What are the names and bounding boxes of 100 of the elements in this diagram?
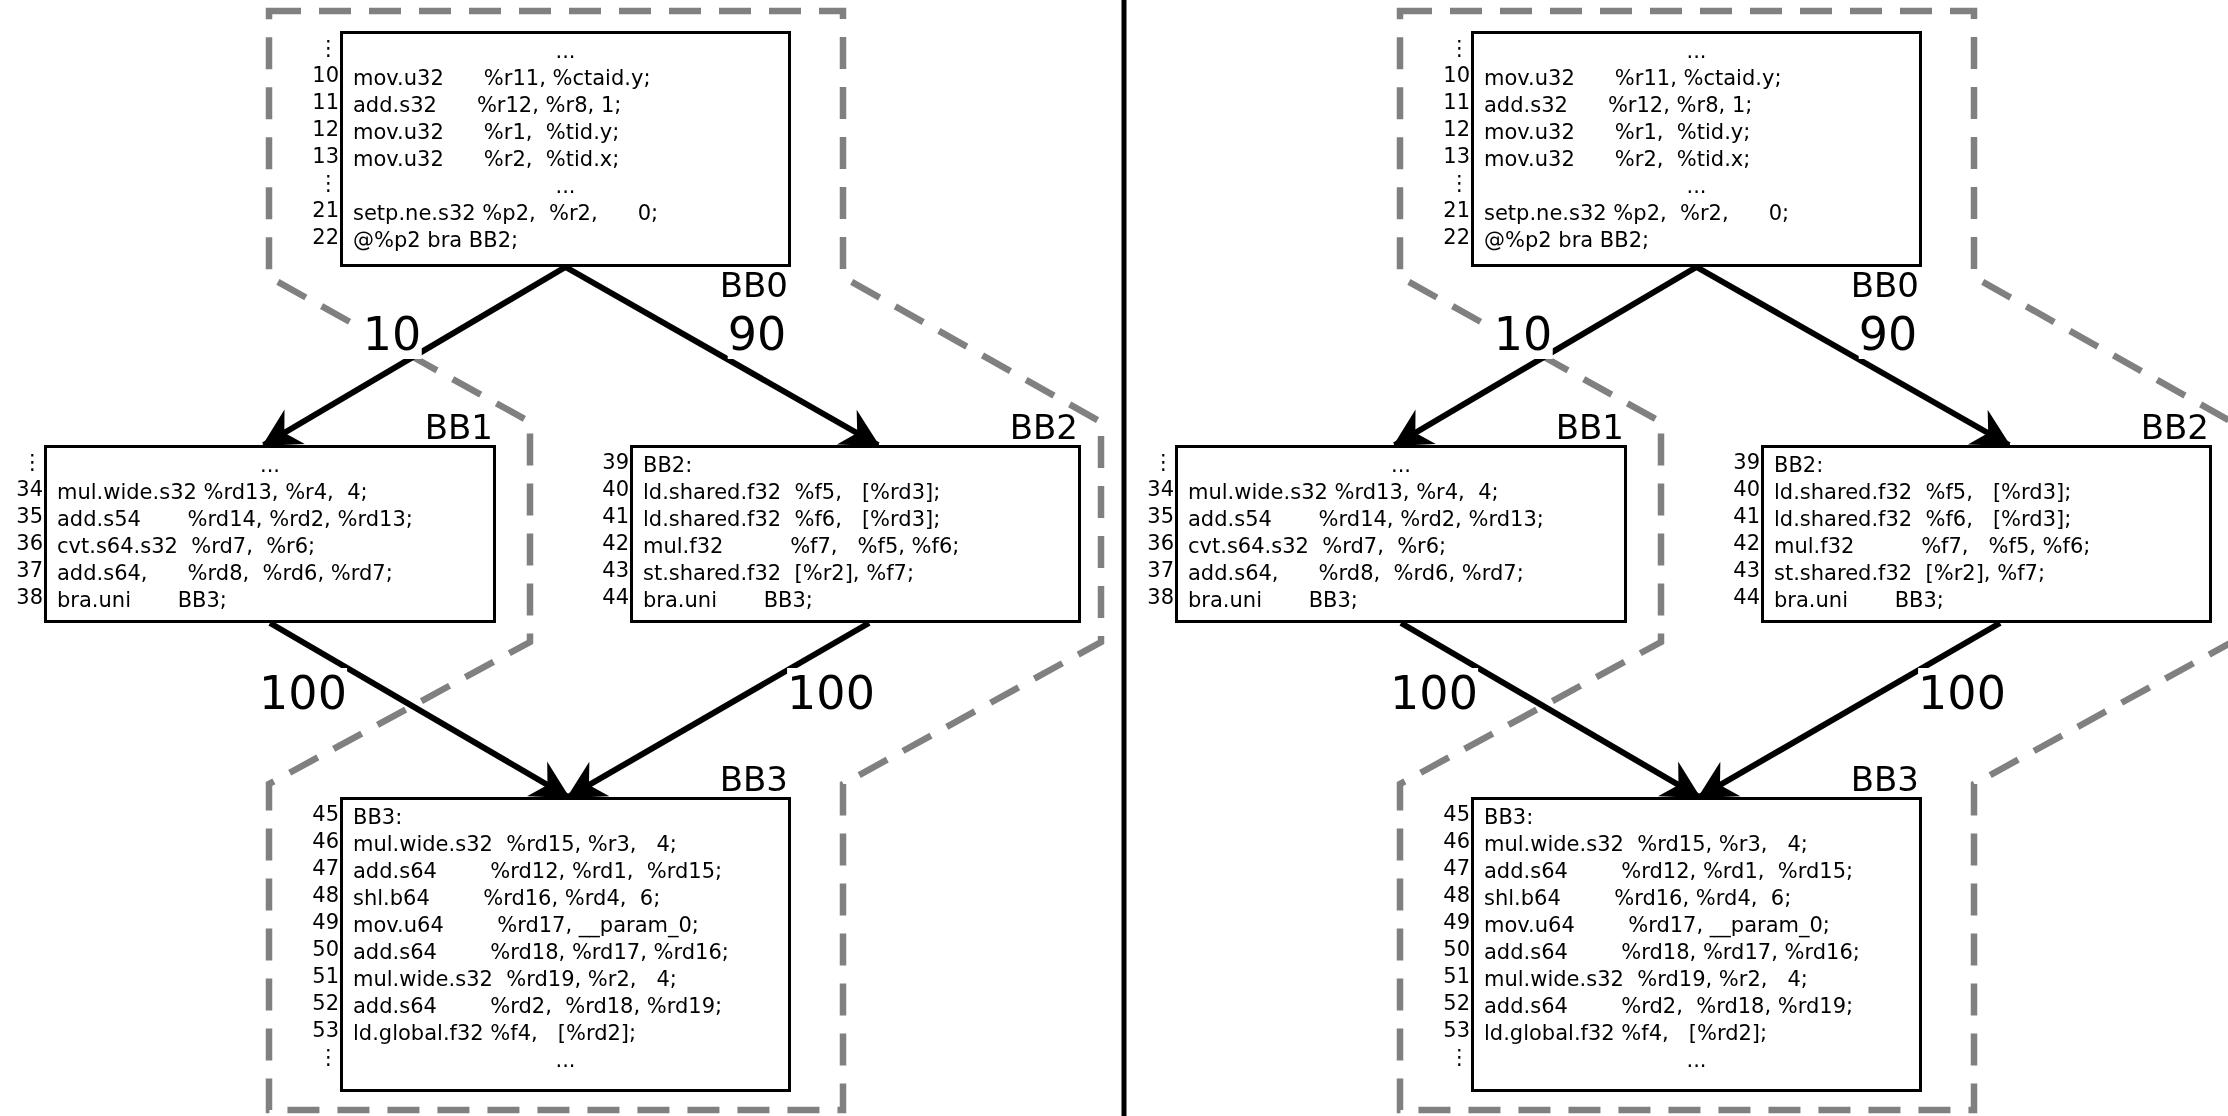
line-number: 21 (312, 197, 339, 224)
line-number: 45 (312, 801, 339, 828)
code-line: ... (260, 452, 280, 479)
code-line: add.s32 %r12, %r8, 1; (1484, 92, 1753, 119)
line-number: 46 (1443, 828, 1470, 855)
line-number: 49 (312, 909, 339, 936)
code-line: mul.f32 %f7, %f5, %f6; (643, 533, 960, 560)
code-line: ... (1686, 173, 1707, 200)
line-number: 38 (16, 584, 43, 611)
line-number: 35 (1147, 503, 1174, 530)
code-line: ld.shared.f32 %f5, [%rd3]; (1774, 479, 2072, 506)
code-line: mov.u32 %r1, %tid.y; (353, 119, 620, 146)
code-line: mov.u32 %r2, %tid.x; (1484, 146, 1751, 173)
line-number: 10 (1443, 62, 1470, 89)
line-number: 46 (312, 828, 339, 855)
code-line: mul.wide.s32 %rd15, %r3, 4; (1484, 831, 1808, 858)
code-line: ... (1686, 1047, 1707, 1074)
code-line: mov.u64 %rd17, __param_0; (1484, 912, 1830, 939)
code-line: BB3: (353, 804, 403, 831)
code-line: mov.u64 %rd17, __param_0; (353, 912, 699, 939)
block-label: BB1 (1555, 408, 1624, 446)
code-line: add.s64 %rd12, %rd1, %rd15; (1484, 858, 1854, 885)
line-number: 50 (312, 936, 339, 963)
block-label: BB2 (2140, 408, 2209, 446)
line-number: 34 (1147, 476, 1174, 503)
line-number: 21 (1443, 197, 1470, 224)
code-line: cvt.s64.s32 %rd7, %r6; (1188, 533, 1447, 560)
code-line: mul.wide.s32 %rd19, %r2, 4; (1484, 966, 1808, 993)
line-number: 52 (312, 990, 339, 1017)
line-number: 42 (602, 530, 629, 557)
code-line: mul.f32 %f7, %f5, %f6; (1774, 533, 2091, 560)
line-number: 35 (16, 503, 43, 530)
code-line: add.s54 %rd14, %rd2, %rd13; (1188, 506, 1544, 533)
line-number: 48 (312, 882, 339, 909)
block-label: BB3 (1850, 760, 1919, 798)
block-label: BB2 (1009, 408, 1078, 446)
code-line: ... (555, 1047, 576, 1074)
code-line: ... (555, 173, 576, 200)
line-number: 53 (312, 1017, 339, 1044)
line-number: 41 (1733, 503, 1760, 530)
code-line: mul.wide.s32 %rd15, %r3, 4; (353, 831, 677, 858)
code-line: add.s64 %rd2, %rd18, %rd19; (1484, 993, 1854, 1020)
line-number: 41 (602, 503, 629, 530)
line-number: ⋮ (318, 1044, 339, 1071)
code-line: @%p2 bra BB2; (1484, 227, 1650, 254)
block-label: BB0 (719, 266, 788, 304)
code-line: @%p2 bra BB2; (353, 227, 519, 254)
line-number: 50 (1443, 936, 1470, 963)
code-line: ... (555, 38, 576, 65)
code-line: ld.shared.f32 %f5, [%rd3]; (643, 479, 941, 506)
line-number: 37 (1147, 557, 1174, 584)
line-number: 40 (1733, 476, 1760, 503)
line-number: ⋮ (22, 449, 43, 476)
line-number: ⋮ (1449, 1044, 1470, 1071)
line-number: 11 (312, 89, 339, 116)
line-number: 22 (1443, 224, 1470, 251)
line-number: ⋮ (318, 170, 339, 197)
code-line: st.shared.f32 [%r2], %f7; (643, 560, 914, 587)
code-line: add.s64 %rd18, %rd17, %rd16; (353, 939, 729, 966)
code-line: bra.uni BB3; (1188, 587, 1358, 614)
line-number: 44 (602, 584, 629, 611)
code-line: ld.global.f32 %f4, [%rd2]; (1484, 1020, 1768, 1047)
code-line: ld.shared.f32 %f6, [%rd3]; (643, 506, 941, 533)
line-number: 51 (1443, 963, 1470, 990)
line-number: 42 (1733, 530, 1760, 557)
line-number: 39 (1733, 449, 1760, 476)
line-number: 36 (16, 530, 43, 557)
code-line: mul.wide.s32 %rd13, %r4, 4; (57, 479, 368, 506)
code-line: add.s64, %rd8, %rd6, %rd7; (57, 560, 393, 587)
line-number: ⋮ (1449, 35, 1470, 62)
line-number: 47 (1443, 855, 1470, 882)
line-number: 39 (602, 449, 629, 476)
line-number: 37 (16, 557, 43, 584)
code-line: mov.u32 %r1, %tid.y; (1484, 119, 1751, 146)
code-line: shl.b64 %rd16, %rd4, 6; (1484, 885, 1792, 912)
code-line: add.s64 %rd18, %rd17, %rd16; (1484, 939, 1860, 966)
line-number: 45 (1443, 801, 1470, 828)
line-number: 52 (1443, 990, 1470, 1017)
code-line: BB3: (1484, 804, 1534, 831)
code-line: bra.uni BB3; (57, 587, 227, 614)
block-label: BB1 (424, 408, 493, 446)
code-line: add.s54 %rd14, %rd2, %rd13; (57, 506, 413, 533)
line-number: 38 (1147, 584, 1174, 611)
line-number: 49 (1443, 909, 1470, 936)
line-number: ⋮ (318, 35, 339, 62)
line-number: 51 (312, 963, 339, 990)
code-line: st.shared.f32 [%r2], %f7; (1774, 560, 2045, 587)
line-number: ⋮ (1153, 449, 1174, 476)
code-line: add.s64 %rd2, %rd18, %rd19; (353, 993, 723, 1020)
line-number: 43 (602, 557, 629, 584)
code-line: bra.uni BB3; (643, 587, 813, 614)
code-line: add.s64 %rd12, %rd1, %rd15; (353, 858, 723, 885)
line-number: 22 (312, 224, 339, 251)
code-line: setp.ne.s32 %p2, %r2, 0; (353, 200, 659, 227)
line-number: 13 (1443, 143, 1470, 170)
line-number: 53 (1443, 1017, 1470, 1044)
code-line: mul.wide.s32 %rd19, %r2, 4; (353, 966, 677, 993)
code-line: mov.u32 %r11, %ctaid.y; (1484, 65, 1782, 92)
code-line: cvt.s64.s32 %rd7, %r6; (57, 533, 316, 560)
line-number: 36 (1147, 530, 1174, 557)
